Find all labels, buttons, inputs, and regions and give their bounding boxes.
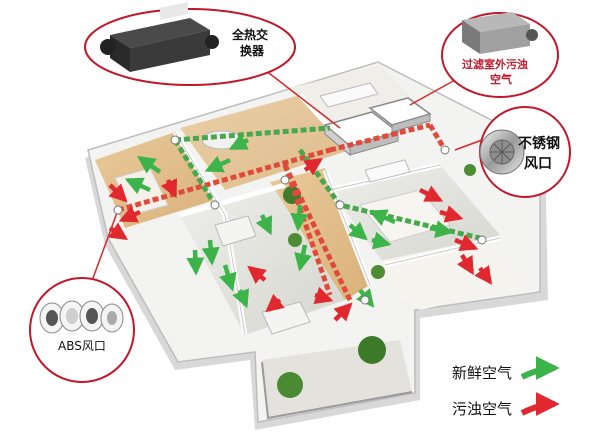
- stale-air-arrow: [247, 265, 267, 285]
- balcony-railing: [261, 361, 413, 420]
- callout-heat-exchanger: 全热交 换器: [84, 2, 296, 86]
- fresh-air-arrow: [429, 220, 454, 239]
- exchanger-device-top: [110, 18, 210, 48]
- exchanger-units: [323, 97, 432, 157]
- fresh-air-arrow: [255, 214, 273, 236]
- fresh-air-arrow: [294, 244, 312, 272]
- stale-air-arrow: [118, 205, 141, 223]
- heat-exchanger-label-2: 换器: [240, 43, 265, 58]
- legend-arrow-fresh: [520, 356, 560, 381]
- fresh-air-arrow: [371, 231, 392, 250]
- filter-device: [480, 24, 530, 54]
- fresh-air-arrow: [201, 239, 220, 266]
- stainless-vent-label-2: 风口: [524, 156, 552, 172]
- armchair: [214, 215, 257, 247]
- desk: [364, 159, 411, 183]
- fresh-air-arrow: [228, 133, 250, 151]
- fresh-air-arrow: [124, 177, 151, 195]
- legend-item-fresh: 新鲜空气: [452, 356, 560, 382]
- legend-item-stale: 污浊空气: [452, 392, 560, 418]
- fresh-air-arrow: [232, 288, 250, 309]
- stale-air-arrow: [418, 185, 444, 203]
- stale-air-arrow: [333, 302, 353, 322]
- callout-filter: 过滤室外污浊 空气: [441, 12, 559, 98]
- stale-air-arrow: [160, 178, 178, 199]
- stale-air-arrow: [265, 293, 285, 313]
- fresh-air-arrow: [348, 221, 368, 241]
- fresh-air-arrow: [186, 249, 205, 276]
- stale-air-arrows: [108, 158, 493, 322]
- fresh-air-arrows: [124, 133, 454, 309]
- stale-air-arrow: [313, 286, 334, 304]
- abs-vent-devices: [39, 300, 124, 334]
- stainless-vent-label-1: 不锈钢: [518, 135, 560, 152]
- legend-label-stale: 污浊空气: [452, 400, 512, 418]
- stale-air-arrow: [456, 253, 474, 276]
- callout-stainless-vent: 不锈钢 风口: [479, 106, 571, 198]
- stale-air-arrow: [439, 205, 464, 223]
- kitchen-counter: [319, 82, 379, 108]
- legend: 新鲜空气 污浊空气: [452, 356, 560, 418]
- stale-air-arrow: [108, 183, 128, 203]
- legend-arrow-stale: [520, 392, 560, 417]
- vent-points: [113, 135, 487, 305]
- plants: [277, 164, 476, 398]
- fresh-air-arrow: [137, 155, 162, 174]
- stale-air-arrow: [108, 222, 128, 240]
- legend-label-fresh: 新鲜空气: [452, 364, 512, 382]
- filter-label-1: 过滤室外污浊: [462, 57, 528, 71]
- stale-air-arrow: [303, 158, 323, 176]
- fresh-air-arrow: [204, 155, 231, 173]
- room-study: [360, 240, 530, 310]
- filter-label-2: 空气: [490, 72, 512, 86]
- fresh-air-arrow: [368, 209, 396, 226]
- callout-abs-vent: ABS风口: [29, 277, 135, 383]
- stale-air-arrow: [474, 265, 493, 285]
- stale-air-arrow: [454, 234, 479, 252]
- abs-vent-label: ABS风口: [58, 339, 106, 353]
- fresh-air-arrow: [290, 204, 309, 232]
- fresh-air-arrow: [219, 264, 237, 292]
- heat-exchanger-label-1: 全热交: [231, 27, 268, 42]
